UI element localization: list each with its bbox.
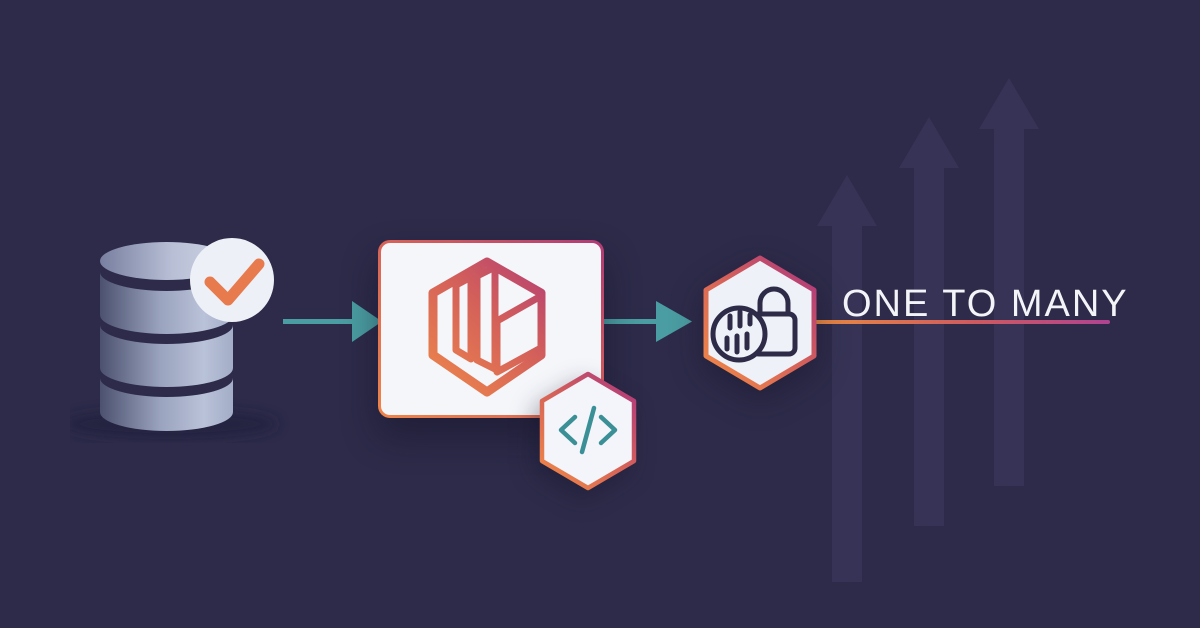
database-cylinder-icon — [70, 238, 278, 439]
code-badge — [539, 371, 637, 491]
code-icon — [558, 405, 618, 455]
gradient-underline — [812, 320, 1110, 324]
one-to-many-label: ONE TO MANY — [842, 283, 1129, 325]
database-discs — [100, 242, 233, 431]
container-cube-icon — [428, 257, 546, 397]
checkmark-badge — [190, 238, 274, 322]
arrow-right-icon — [283, 301, 382, 342]
security-node — [703, 255, 817, 391]
up-arrow-icon — [979, 78, 1039, 486]
checkmark-icon — [204, 258, 265, 306]
up-arrow-icon — [817, 175, 877, 582]
encrypted-padlock-icon — [710, 286, 798, 363]
